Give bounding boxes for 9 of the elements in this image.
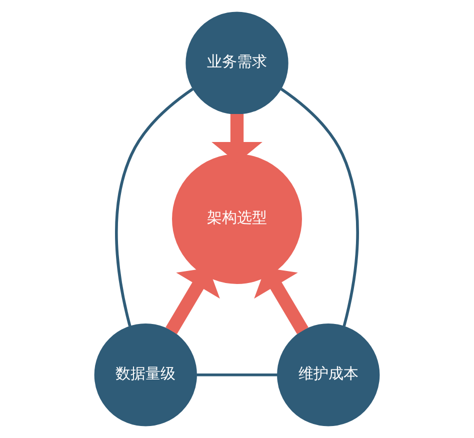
connector (280, 88, 359, 327)
node-circle: 业务需求 (186, 12, 288, 114)
node-circle: 维护成本 (277, 324, 380, 426)
connector (196, 373, 278, 376)
node-circle: 架构选型 (172, 154, 302, 284)
arrow (166, 268, 220, 334)
arrow (254, 268, 308, 334)
connector (115, 88, 194, 327)
node-circle: 数据量级 (94, 324, 197, 426)
